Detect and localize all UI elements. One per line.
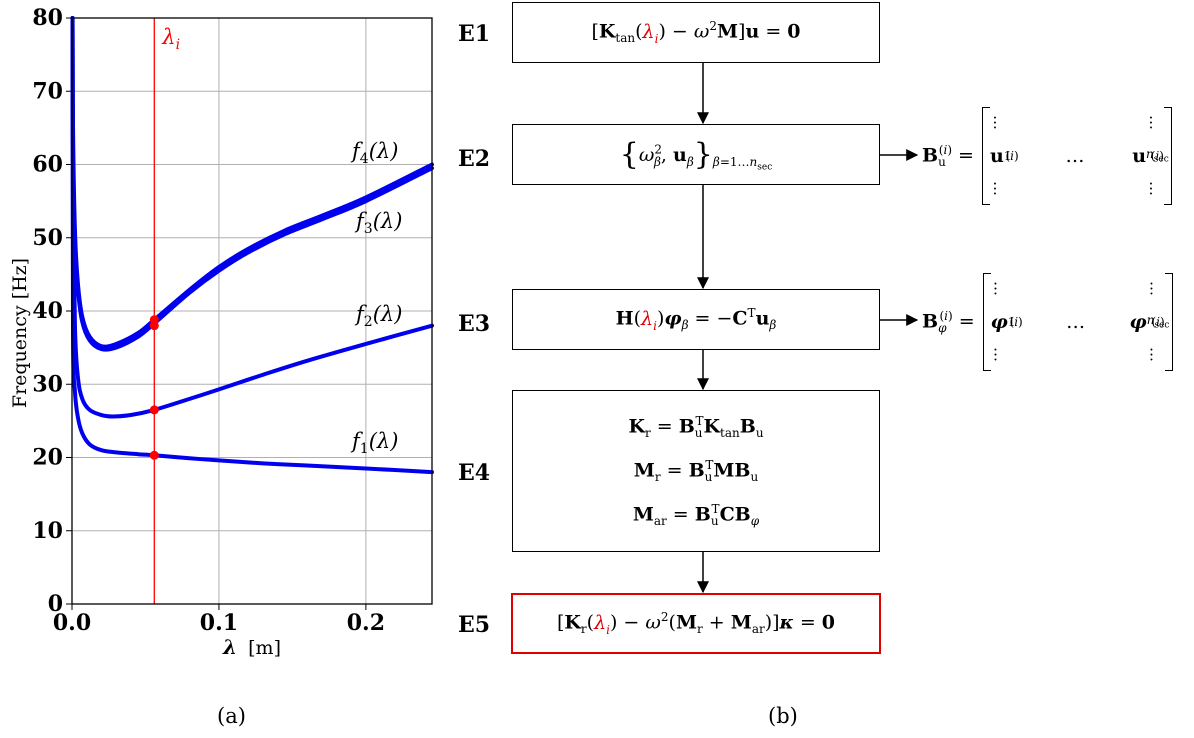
equation-e4-mr: Mr = BuTMBu (633, 457, 759, 485)
equation-e1: [Ktan(λi) − ω2M]u = 0 (591, 19, 801, 46)
series-label-sub: 2 (364, 314, 373, 330)
series-label-arg: (λ) (369, 429, 399, 453)
y-tick-label-6: 60 (32, 152, 63, 178)
matrix-Bu-ellipsis: … (1065, 145, 1085, 167)
y-tick-label-3: 30 (32, 371, 63, 397)
series-label-sub: 1 (360, 441, 369, 457)
equation-e4-mar: Mar = BuTCBφ (632, 502, 760, 529)
step-label-e5: E5 (458, 612, 491, 638)
step-label-e1: E1 (458, 21, 491, 47)
intersection-marker-1 (149, 405, 159, 415)
series-line-f4 (70, 16, 434, 349)
step-label-e3: E3 (458, 311, 491, 337)
chart-intersection-markers (149, 315, 159, 460)
step-box-e3: H(λi)φβ = −CTuβ (512, 289, 880, 350)
equation-group-e4: Kr = BuTKtanBu Mr = BuTMBu Mar = BuTCBφ (628, 414, 763, 528)
chart-axes: 0 10 20 30 40 50 60 70 80 0.0 0.1 0.2 (32, 5, 433, 636)
series-label-f4: f4(λ) (350, 139, 398, 167)
series-label-f3: f3(λ) (354, 209, 402, 237)
x-axis-label: λ [m] (222, 635, 281, 659)
caption-b: (b) (768, 704, 798, 728)
series-label-base: f (354, 302, 367, 326)
chart-labels: Frequency [Hz] λ [m] f1(λ)f2(λ)f3(λ)f4(λ… (9, 139, 402, 659)
series-line-f3 (70, 16, 434, 352)
step-label-e4: E4 (458, 460, 491, 486)
lambda-i-marker-line: λi (153, 18, 180, 604)
y-tick-label-4: 40 (32, 298, 63, 324)
intersection-marker-0 (149, 450, 159, 460)
y-tick-label-0: 0 (48, 591, 63, 617)
step-box-e4: Kr = BuTKtanBu Mr = BuTMBu Mar = BuTCBφ (512, 390, 880, 552)
series-label-arg: (λ) (373, 302, 403, 326)
y-axis-label: Frequency [Hz] (9, 258, 31, 408)
series-label-arg: (λ) (369, 139, 399, 163)
series-label-base: f (350, 139, 363, 163)
series-label-base: f (354, 209, 367, 233)
chart-series (70, 16, 434, 475)
matrix-Bphi-ellipsis: … (1066, 311, 1086, 333)
y-tick-label-8: 80 (32, 5, 63, 31)
lambda-i-label: λi (161, 25, 180, 53)
series-line-f2 (70, 16, 434, 419)
step-box-e5: [Kr(λi) − ω2(Mr + Mar)]κ = 0 (511, 593, 881, 654)
series-label-sub: 3 (364, 221, 373, 237)
x-tick-label-2: 0.2 (347, 610, 385, 636)
series-label-f2: f2(λ) (354, 302, 402, 330)
y-tick-label-2: 20 (32, 445, 63, 471)
caption-a: (a) (217, 704, 246, 728)
equation-e2: {ω2β, uβ}β=1…nsec (619, 136, 773, 173)
x-axis-unit: [m] (248, 637, 281, 659)
series-label-base: f (350, 429, 363, 453)
y-tick-label-1: 10 (32, 518, 63, 544)
intersection-marker-3 (149, 315, 159, 325)
y-tick-label-7: 70 (32, 78, 63, 104)
series-label-f1: f1(λ) (350, 429, 398, 457)
series-label-arg: (λ) (373, 209, 403, 233)
matrix-Bu-name: Bu(i) = (922, 142, 974, 170)
equation-e3: H(λi)φβ = −CTuβ (615, 306, 777, 333)
series-line-f1 (70, 16, 434, 475)
step-box-e2: {ω2β, uβ}β=1…nsec (512, 124, 880, 185)
x-tick-label-1: 0.1 (200, 610, 238, 636)
series-label-sub: 4 (360, 151, 369, 167)
lambda-i-symbol: λ (161, 25, 175, 49)
step-label-e2: E2 (458, 146, 491, 172)
equation-e5: [Kr(λi) − ω2(Mr + Mar)]κ = 0 (556, 610, 836, 637)
lambda-i-subscript: i (176, 37, 180, 53)
y-tick-label-5: 50 (32, 225, 63, 251)
step-box-e1: [Ktan(λi) − ω2M]u = 0 (512, 2, 880, 63)
matrix-Bphi-name: Bφ(i) = (922, 308, 975, 336)
x-axis-symbol: λ (222, 635, 237, 659)
x-tick-label-0: 0.0 (53, 610, 91, 636)
equation-e4-kr: Kr = BuTKtanBu (628, 413, 764, 440)
